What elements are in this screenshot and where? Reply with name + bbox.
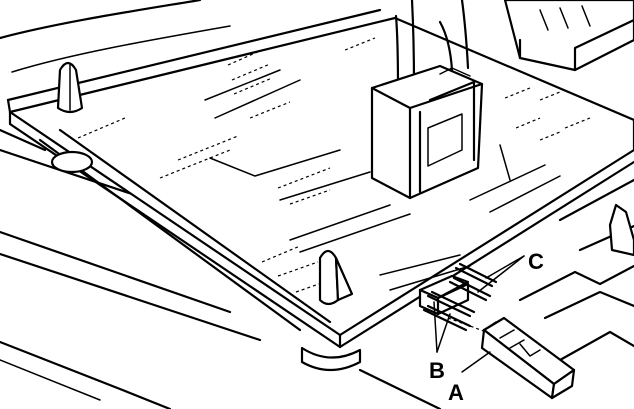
left-standoff xyxy=(50,61,94,174)
callout-leaders xyxy=(433,255,525,373)
board-traces xyxy=(204,69,561,291)
upper-right-connector xyxy=(503,0,634,72)
right-standoff xyxy=(608,203,634,257)
front-standoff xyxy=(300,249,362,372)
callout-label-b: B xyxy=(429,358,445,383)
alignment-guide xyxy=(447,317,493,335)
jumper-shunt xyxy=(480,316,576,400)
cable-connector xyxy=(370,0,484,200)
solder-pads xyxy=(77,37,591,293)
callout-label-a: A xyxy=(448,380,464,405)
callout-label-c: C xyxy=(528,249,544,274)
jumper-pins-c xyxy=(448,262,498,302)
